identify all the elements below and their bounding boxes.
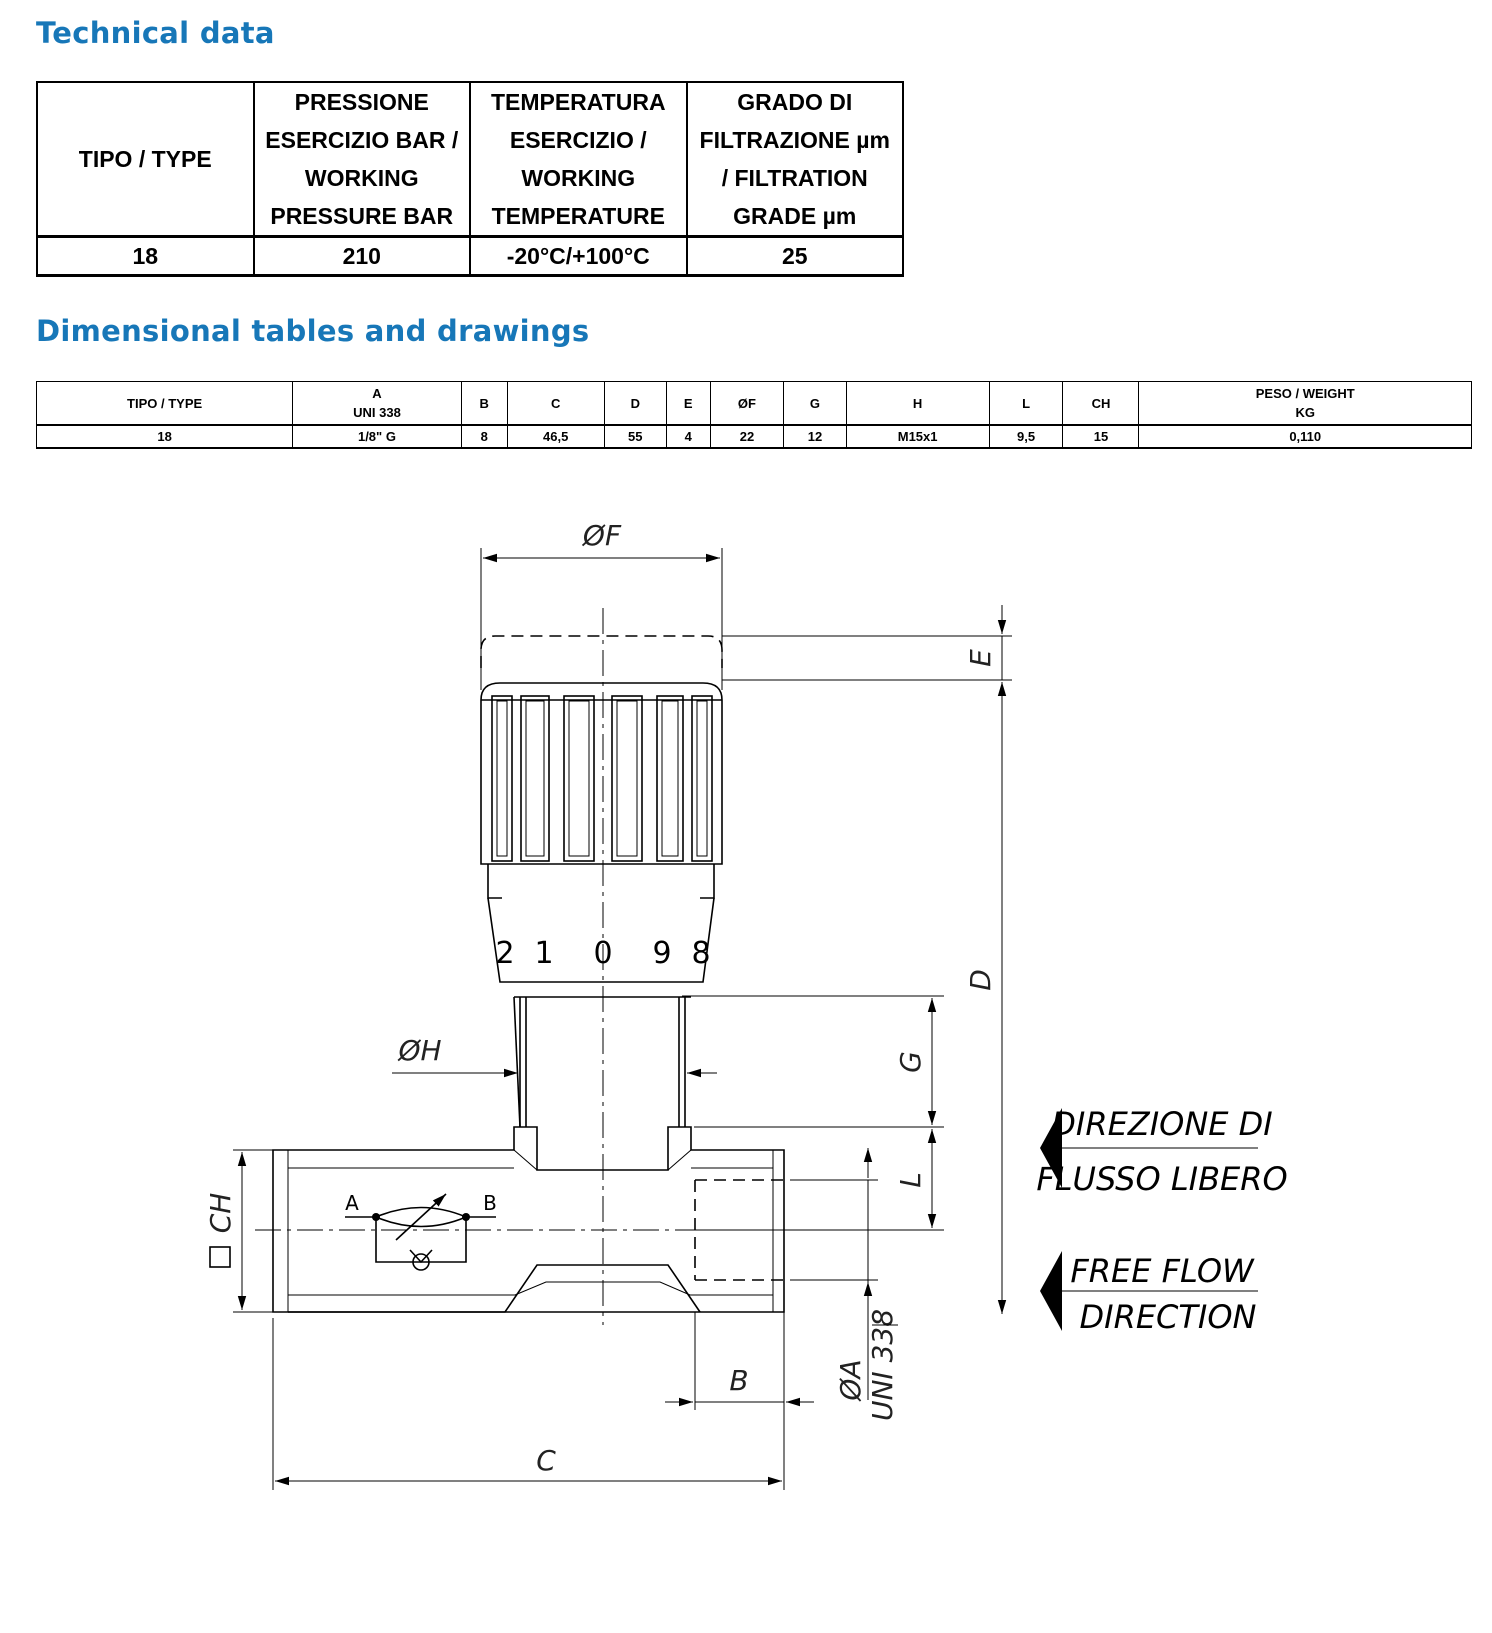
label-a-standard: UNI 338 [866,1309,899,1421]
dimension-a: ØA UNI 338 [790,1148,899,1421]
technical-data-table: TIPO / TYPE PRESSIONE ESERCIZIO BAR / WO… [36,81,904,277]
port-b-label: B [483,1191,497,1215]
hydraulic-symbol: A B [345,1191,497,1271]
flow-label-en-line1: FREE FLOW [1070,1252,1255,1290]
technical-header-row: TIPO / TYPE PRESSIONE ESERCIZIO BAR / WO… [36,81,904,238]
valve-stem [513,996,691,1128]
dimension-b: B [665,1312,814,1410]
label-f: ØF [582,519,622,552]
knob-ribs [491,695,713,862]
adjustment-knob: 2 1 0 9 8 [480,635,723,983]
label-a: ØA [834,1359,867,1401]
header-pressure: PRESSIONE ESERCIZIO BAR / WORKING PRESSU… [252,81,471,238]
dim-header-f: ØF [709,381,785,426]
label-ch: CH [204,1193,237,1234]
dim-cell-l: 9,5 [988,424,1064,449]
label-d: D [964,969,997,991]
dim-cell-g: 12 [783,424,847,449]
label-c: C [536,1444,556,1477]
dimension-g: G [682,995,944,1128]
dim-cell-weight: 0,110 [1138,424,1472,449]
dim-header-c: C [506,381,605,426]
dim-header-ch: CH [1062,381,1140,426]
dimension-ch: CH [204,1149,273,1313]
flow-label-it-line1: DIREZIONE DI [1051,1105,1272,1143]
dial-number: 0 [593,936,612,971]
dimension-d: D [964,682,1007,1314]
label-l: L [894,1172,927,1188]
valve-body [255,1126,800,1313]
header-filtration: GRADO DI FILTRAZIONE µm / FILTRATION GRA… [685,81,904,238]
cell-temperature: -20°C/+100°C [469,235,688,277]
dim-cell-f: 22 [709,424,785,449]
flow-direction-english: FREE FLOW DIRECTION [1040,1251,1258,1336]
label-b: B [729,1364,748,1397]
dim-cell-a: 1/8" G [292,424,462,449]
flow-direction-italian: DIREZIONE DI FLUSSO LIBERO [1036,1105,1287,1198]
dimension-c: C [272,1318,785,1490]
dimension-f: ØF [480,519,723,690]
dim-header-h: H [845,381,990,426]
dim-cell-h: M15x1 [845,424,990,449]
label-h: ØH [397,1034,441,1067]
dim-header-g: G [783,381,847,426]
cell-type: 18 [36,235,255,277]
valve-technical-drawing: ØF 2 1 0 9 8 E [204,519,1288,1490]
dim-header-e: E [665,381,711,426]
dial-number: 2 [495,936,514,971]
dim-header-b: B [460,381,508,426]
dimension-h: ØH [392,1034,717,1078]
dimension-e: E [722,605,1012,681]
technical-data-title: Technical data [36,16,275,50]
dim-cell-type: 18 [35,424,294,449]
header-temperature: TEMPERATURA ESERCIZIO / WORKING TEMPERAT… [469,81,688,238]
dial-number: 1 [534,936,553,971]
technical-data-row: 18 210 -20°C/+100°C 25 [36,235,904,277]
dimension-l: L [695,1129,944,1231]
dim-cell-b: 8 [460,424,508,449]
dim-header-d: D [603,381,667,426]
flow-label-en-line2: DIRECTION [1080,1298,1257,1336]
label-g: G [894,1051,927,1073]
flow-label-it-line2: FLUSSO LIBERO [1036,1160,1287,1198]
dial-number: 9 [652,936,671,971]
dim-cell-ch: 15 [1062,424,1140,449]
dim-cell-c: 46,5 [506,424,605,449]
dimensional-data-row: 18 1/8" G 8 46,5 55 4 22 12 M15x1 9,5 15… [35,424,1472,449]
dim-cell-e: 4 [665,424,711,449]
cell-filtration: 25 [685,235,904,277]
dim-header-l: L [988,381,1064,426]
dim-cell-d: 55 [603,424,667,449]
dim-header-type: TIPO / TYPE [35,381,294,426]
port-a-label: A [345,1191,359,1215]
dimensional-title: Dimensional tables and drawings [36,314,590,348]
dial-number: 8 [691,936,710,971]
header-type: TIPO / TYPE [36,81,255,238]
cell-pressure: 210 [252,235,471,277]
label-e: E [964,649,997,667]
